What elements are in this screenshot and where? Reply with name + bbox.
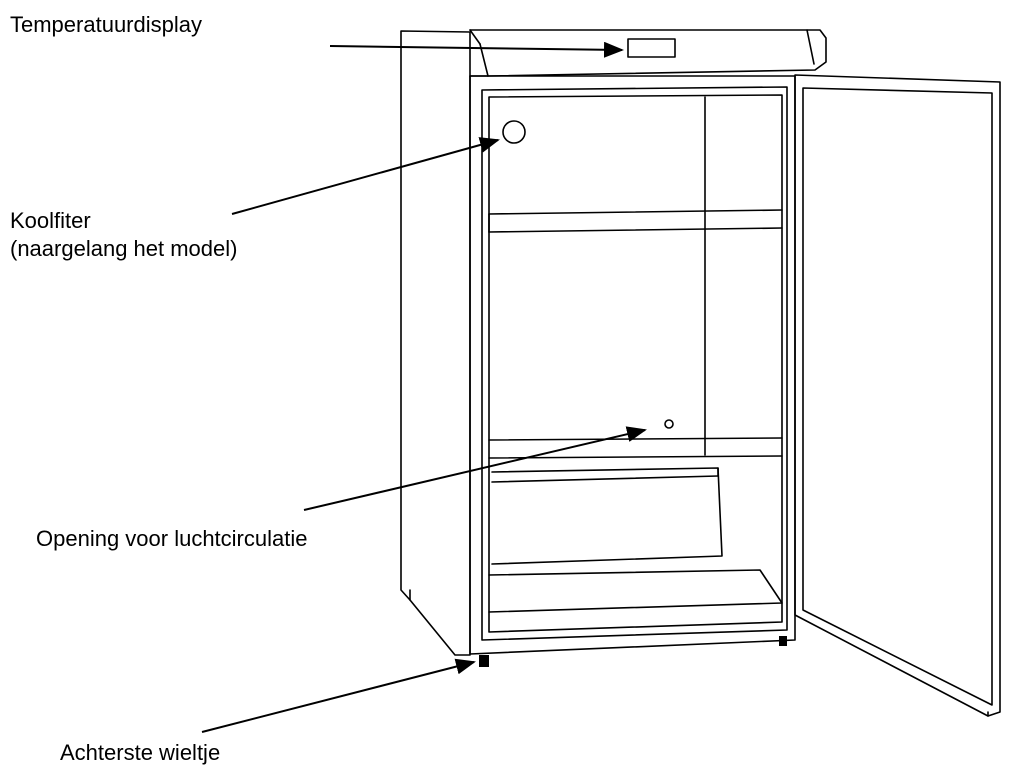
top-control-panel xyxy=(469,29,827,77)
rear-wheel-label: Achterste wieltje xyxy=(60,740,221,765)
cabinet-front-frame xyxy=(469,75,796,655)
air-opening-arrow xyxy=(303,426,647,511)
air-opening-label: Opening voor luchtcirculatie xyxy=(36,526,308,551)
crisper-drawer xyxy=(491,467,723,565)
cabinet-side-panel xyxy=(400,30,471,656)
carbon-filter-circle xyxy=(502,120,526,144)
shelf-upper xyxy=(488,209,783,233)
carbon-filter-note: (naargelang het model) xyxy=(10,236,238,261)
rear-wheel-arrow xyxy=(201,658,476,733)
carbon-filter-label: Koolfiter xyxy=(10,208,91,233)
front-foot xyxy=(779,636,787,646)
open-door xyxy=(794,74,1001,717)
air-circulation-hole xyxy=(664,419,674,429)
shelf-middle xyxy=(488,437,783,459)
temperature-display-label: Temperatuurdisplay xyxy=(10,12,202,37)
rear-wheel-foot xyxy=(479,655,489,667)
temperature-display-arrow xyxy=(329,41,624,58)
carbon-filter-arrow xyxy=(231,137,500,215)
temperature-display-window xyxy=(627,38,676,58)
bottom-shelf xyxy=(488,569,783,613)
